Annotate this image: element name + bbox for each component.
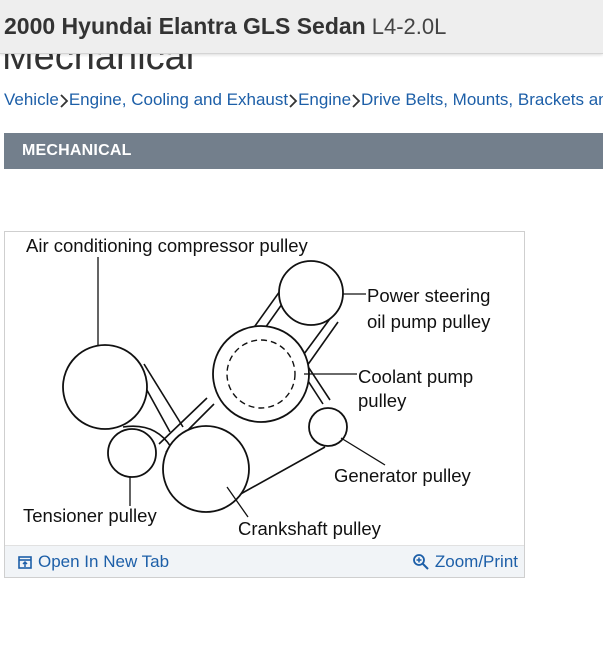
vehicle-header: 2000 Hyundai Elantra GLS Sedan L4-2.0L bbox=[0, 0, 603, 54]
figure-toolbar: Open In New Tab Zoom/Print bbox=[5, 545, 524, 577]
breadcrumb: Vehicle Engine, Cooling and Exhaust Engi… bbox=[4, 88, 603, 112]
belt-diagram-figure: Air conditioning compressor pulley Power… bbox=[4, 231, 525, 578]
section-header: MECHANICAL bbox=[4, 133, 603, 169]
zoom-in-icon bbox=[412, 553, 429, 570]
label-generator: Generator pulley bbox=[334, 465, 472, 486]
vehicle-name: 2000 Hyundai Elantra GLS Sedan bbox=[4, 13, 366, 39]
zoom-print-label: Zoom/Print bbox=[434, 551, 518, 571]
breadcrumb-item-drive-belts[interactable]: Drive Belts, Mounts, Brackets and Access… bbox=[361, 90, 603, 109]
coolant-pump-hub bbox=[226, 339, 296, 409]
label-crankshaft: Crankshaft pulley bbox=[238, 518, 382, 539]
power-steering-pulley bbox=[278, 260, 344, 326]
crankshaft-pulley bbox=[162, 425, 250, 513]
breadcrumb-item-engine-cooling-exhaust[interactable]: Engine, Cooling and Exhaust bbox=[68, 90, 289, 109]
label-coolant-1: Coolant pump bbox=[358, 366, 473, 387]
tensioner-pulley bbox=[107, 428, 157, 478]
section-title: MECHANICAL bbox=[22, 142, 132, 159]
chevron-right-icon bbox=[351, 90, 361, 110]
leader-lines bbox=[97, 257, 386, 518]
ac-compressor-pulley bbox=[62, 344, 148, 430]
open-new-tab-link[interactable]: Open In New Tab bbox=[17, 552, 169, 572]
belt-routing-diagram: Air conditioning compressor pulley Power… bbox=[23, 235, 491, 539]
label-power-steering-2: oil pump pulley bbox=[367, 311, 491, 332]
vehicle-engine: L4-2.0L bbox=[371, 13, 447, 39]
chevron-right-icon bbox=[59, 90, 69, 110]
label-coolant-2: pulley bbox=[358, 390, 407, 411]
generator-pulley bbox=[308, 407, 348, 447]
open-new-tab-label: Open In New Tab bbox=[38, 551, 170, 571]
zoom-print-link[interactable]: Zoom/Print bbox=[412, 552, 518, 572]
label-tensioner: Tensioner pulley bbox=[23, 505, 157, 526]
label-power-steering-1: Power steering bbox=[367, 285, 490, 306]
label-ac-compressor: Air conditioning compressor pulley bbox=[26, 235, 308, 256]
breadcrumb-item-engine[interactable]: Engine bbox=[298, 90, 352, 109]
breadcrumb-item-vehicle[interactable]: Vehicle bbox=[4, 90, 59, 109]
open-new-tab-icon bbox=[18, 555, 32, 569]
chevron-right-icon bbox=[288, 90, 298, 110]
